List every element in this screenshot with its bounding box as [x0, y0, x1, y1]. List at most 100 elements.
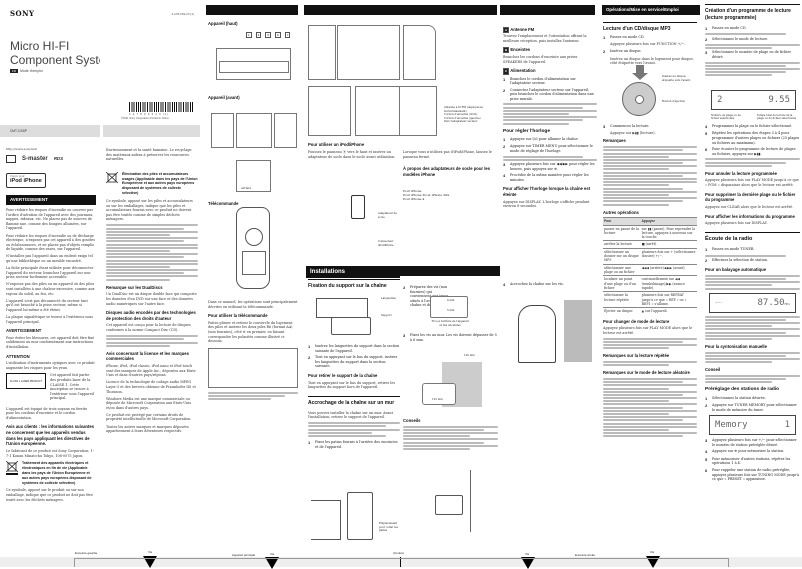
ipod-badge-small: Conçu pour [10, 175, 25, 178]
lcd-memory-display: Memory 1 [709, 415, 796, 436]
disc-insert-diagram [610, 65, 670, 116]
cd-heading: Lecture d'un CD/disque MP3 [603, 22, 697, 33]
template-line [74, 558, 729, 567]
pads-label: Emplacement pour coller les patins [379, 522, 398, 532]
program-heading: Création d'un programme de lecture (lect… [705, 4, 800, 22]
wall-mount-diagram [420, 470, 490, 532]
left-speaker-label: Enceinte gauche [75, 551, 98, 555]
weee-text: Ce symbole, apposé sur le produit ou sur… [6, 488, 94, 502]
eu-notice-heading: Avis aux clients : les informations suiv… [6, 424, 95, 447]
setup-column: Antenne à fil FM (déployez-la horizontal… [400, 0, 500, 567]
ipod-heading: Pour utiliser un iPod/iPhone [308, 142, 365, 147]
compact-disc-logo [6, 155, 16, 164]
center-label: (Centre) [393, 551, 405, 555]
wall-heading: Accrochage de la chaîne sur un mur [308, 395, 400, 407]
info-text: Appuyez plusieurs fois sur DISPLAY. [705, 221, 768, 226]
wall-dim: 150 mm [464, 354, 475, 357]
tips-heading: Conseils [403, 418, 421, 423]
manual-tuning-heading: Pour la syntonisation manuelle [705, 343, 767, 349]
operations-column: Opérations/Mise en service/Emploi Lectur… [600, 0, 700, 567]
cover-column: SONY Micro HI-FI Component System FR Mod… [0, 0, 100, 567]
antenna-heading: A Antenne FM [503, 27, 535, 34]
wall-unit-diagram [422, 383, 456, 405]
attention-text: L'utilisation d'instruments optiques ave… [6, 361, 95, 370]
warning-paragraph: L'appareil n'est pas déconnecté du secte… [6, 298, 88, 312]
cancel-heading: Pour annuler la lecture programmée [705, 170, 777, 176]
wall-text: Vous pouvez installer la chaîne sur un m… [308, 410, 393, 420]
screw-marker-icon [646, 556, 660, 568]
radio-heading: Écoute de la radio [705, 231, 800, 243]
logos-row: S-master RDS [6, 155, 63, 164]
screw-label: Vis [148, 550, 153, 554]
table-row: Éjecter un disque▲ sur l'appareil. [603, 307, 697, 315]
remove-text: Tout en appuyant sur le bas du support, … [308, 380, 396, 390]
pads-diagram [311, 492, 376, 540]
battery-text: Ce symbole, apposé sur les piles et accu… [106, 199, 193, 222]
ac-adapter-label: Vers l'adaptateur secteur [444, 120, 478, 123]
ipod-device [351, 195, 365, 219]
cd-step-detail: Appuyez plusieurs fois sur FUNCTION +/−. [610, 42, 686, 47]
remote-use-heading: Pour utiliser la télécommande [208, 313, 268, 319]
operations-header-bar: Opérations/Mise en service/Emploi [602, 5, 700, 15]
front-view-label: Appareil (avant) [208, 95, 240, 100]
speakers-text: Branchez les cordons d'enceinte aux pris… [503, 55, 578, 64]
callouts-top: 1 3 5 6 7 [246, 32, 291, 39]
drm-text: Cet appareil est conçu pour la lecture d… [106, 323, 191, 333]
rear-label: Arrière [241, 186, 252, 190]
tabs-label: Languettes [381, 297, 396, 300]
power-header-bar [500, 5, 595, 15]
parts-column: Appareil (haut) 1 3 5 6 7 Appareil (avan… [203, 0, 301, 567]
cd-step-detail: Insérez un disque dans le logement pour … [610, 56, 694, 66]
screw-label: Vis [525, 552, 530, 556]
license-item: Ce produit est protégé par certains droi… [106, 412, 192, 422]
playmode-text: Appuyez plusieurs fois sur PLAY MODE alo… [603, 326, 693, 335]
copyright: ©2011 Sony Corporation Printed in China [121, 117, 169, 120]
battery-bin-icon [105, 171, 119, 186]
screw-marker-icon [521, 557, 535, 569]
model-number: CMT-CX5iP [10, 129, 27, 133]
models-heading: À propos des adaptateurs de socle pour l… [403, 166, 491, 177]
model-item: Pour iPhone [403, 189, 422, 193]
info-heading: Pour afficher les informations du progra… [705, 213, 795, 219]
ferrite-text: L'appareil est équipé de trois noyaux en… [6, 406, 88, 420]
auto-scan-heading: Pour un balayage automatique [705, 267, 766, 273]
display-clock-heading: Pour afficher l'horloge lorsque la chaîn… [503, 186, 591, 198]
wall-hang-diagram [518, 300, 593, 365]
radio-column: Création d'un programme de lecture (lect… [703, 0, 802, 567]
display-clock-text: Appuyez sur DISPLAY. L'horloge s'affiche… [503, 199, 590, 209]
remote-use-text: Faites glisser et retirez le couvercle d… [208, 320, 293, 344]
connection-detail-a [308, 86, 351, 136]
remove-heading: Pour retirer le support de la chaîne [308, 372, 378, 378]
license-heading: Avis concernant la licence et les marque… [106, 350, 189, 362]
screw-label: Vis [270, 552, 275, 556]
ipod-remove-text: Lorsque vous n'utilisez pas d'iPod/iPhon… [403, 150, 492, 159]
warning-paragraph: Pour réduire les risques d'incendie ou d… [6, 233, 96, 252]
right-speaker-front [274, 113, 297, 148]
adapter-label: Adaptateur de socle [378, 212, 397, 219]
eject-label: Bouton d'éjection [662, 100, 686, 103]
language-label: Mode d'emploi [20, 69, 43, 73]
connections-column: Pour utiliser un iPod/iPhone Poussez le … [303, 0, 400, 567]
warning2-text: Pour éviter les blessures, cet appareil … [6, 335, 95, 349]
ipod-dock-diagram [313, 195, 373, 255]
battery-insert-diagram [208, 347, 298, 388]
warning-paragraph: Pour réduire les risques d'incendie ou c… [6, 208, 94, 231]
remote-buttons [242, 251, 266, 275]
remote-control-diagram [236, 207, 270, 289]
speakers-heading: B Enceintes [503, 47, 531, 54]
cover-column-2: 4-278-003-23 (1) 4 2 7 8 0 0 3 2 3 (1) ©… [103, 0, 200, 567]
speaker-right-diagram [403, 25, 436, 80]
